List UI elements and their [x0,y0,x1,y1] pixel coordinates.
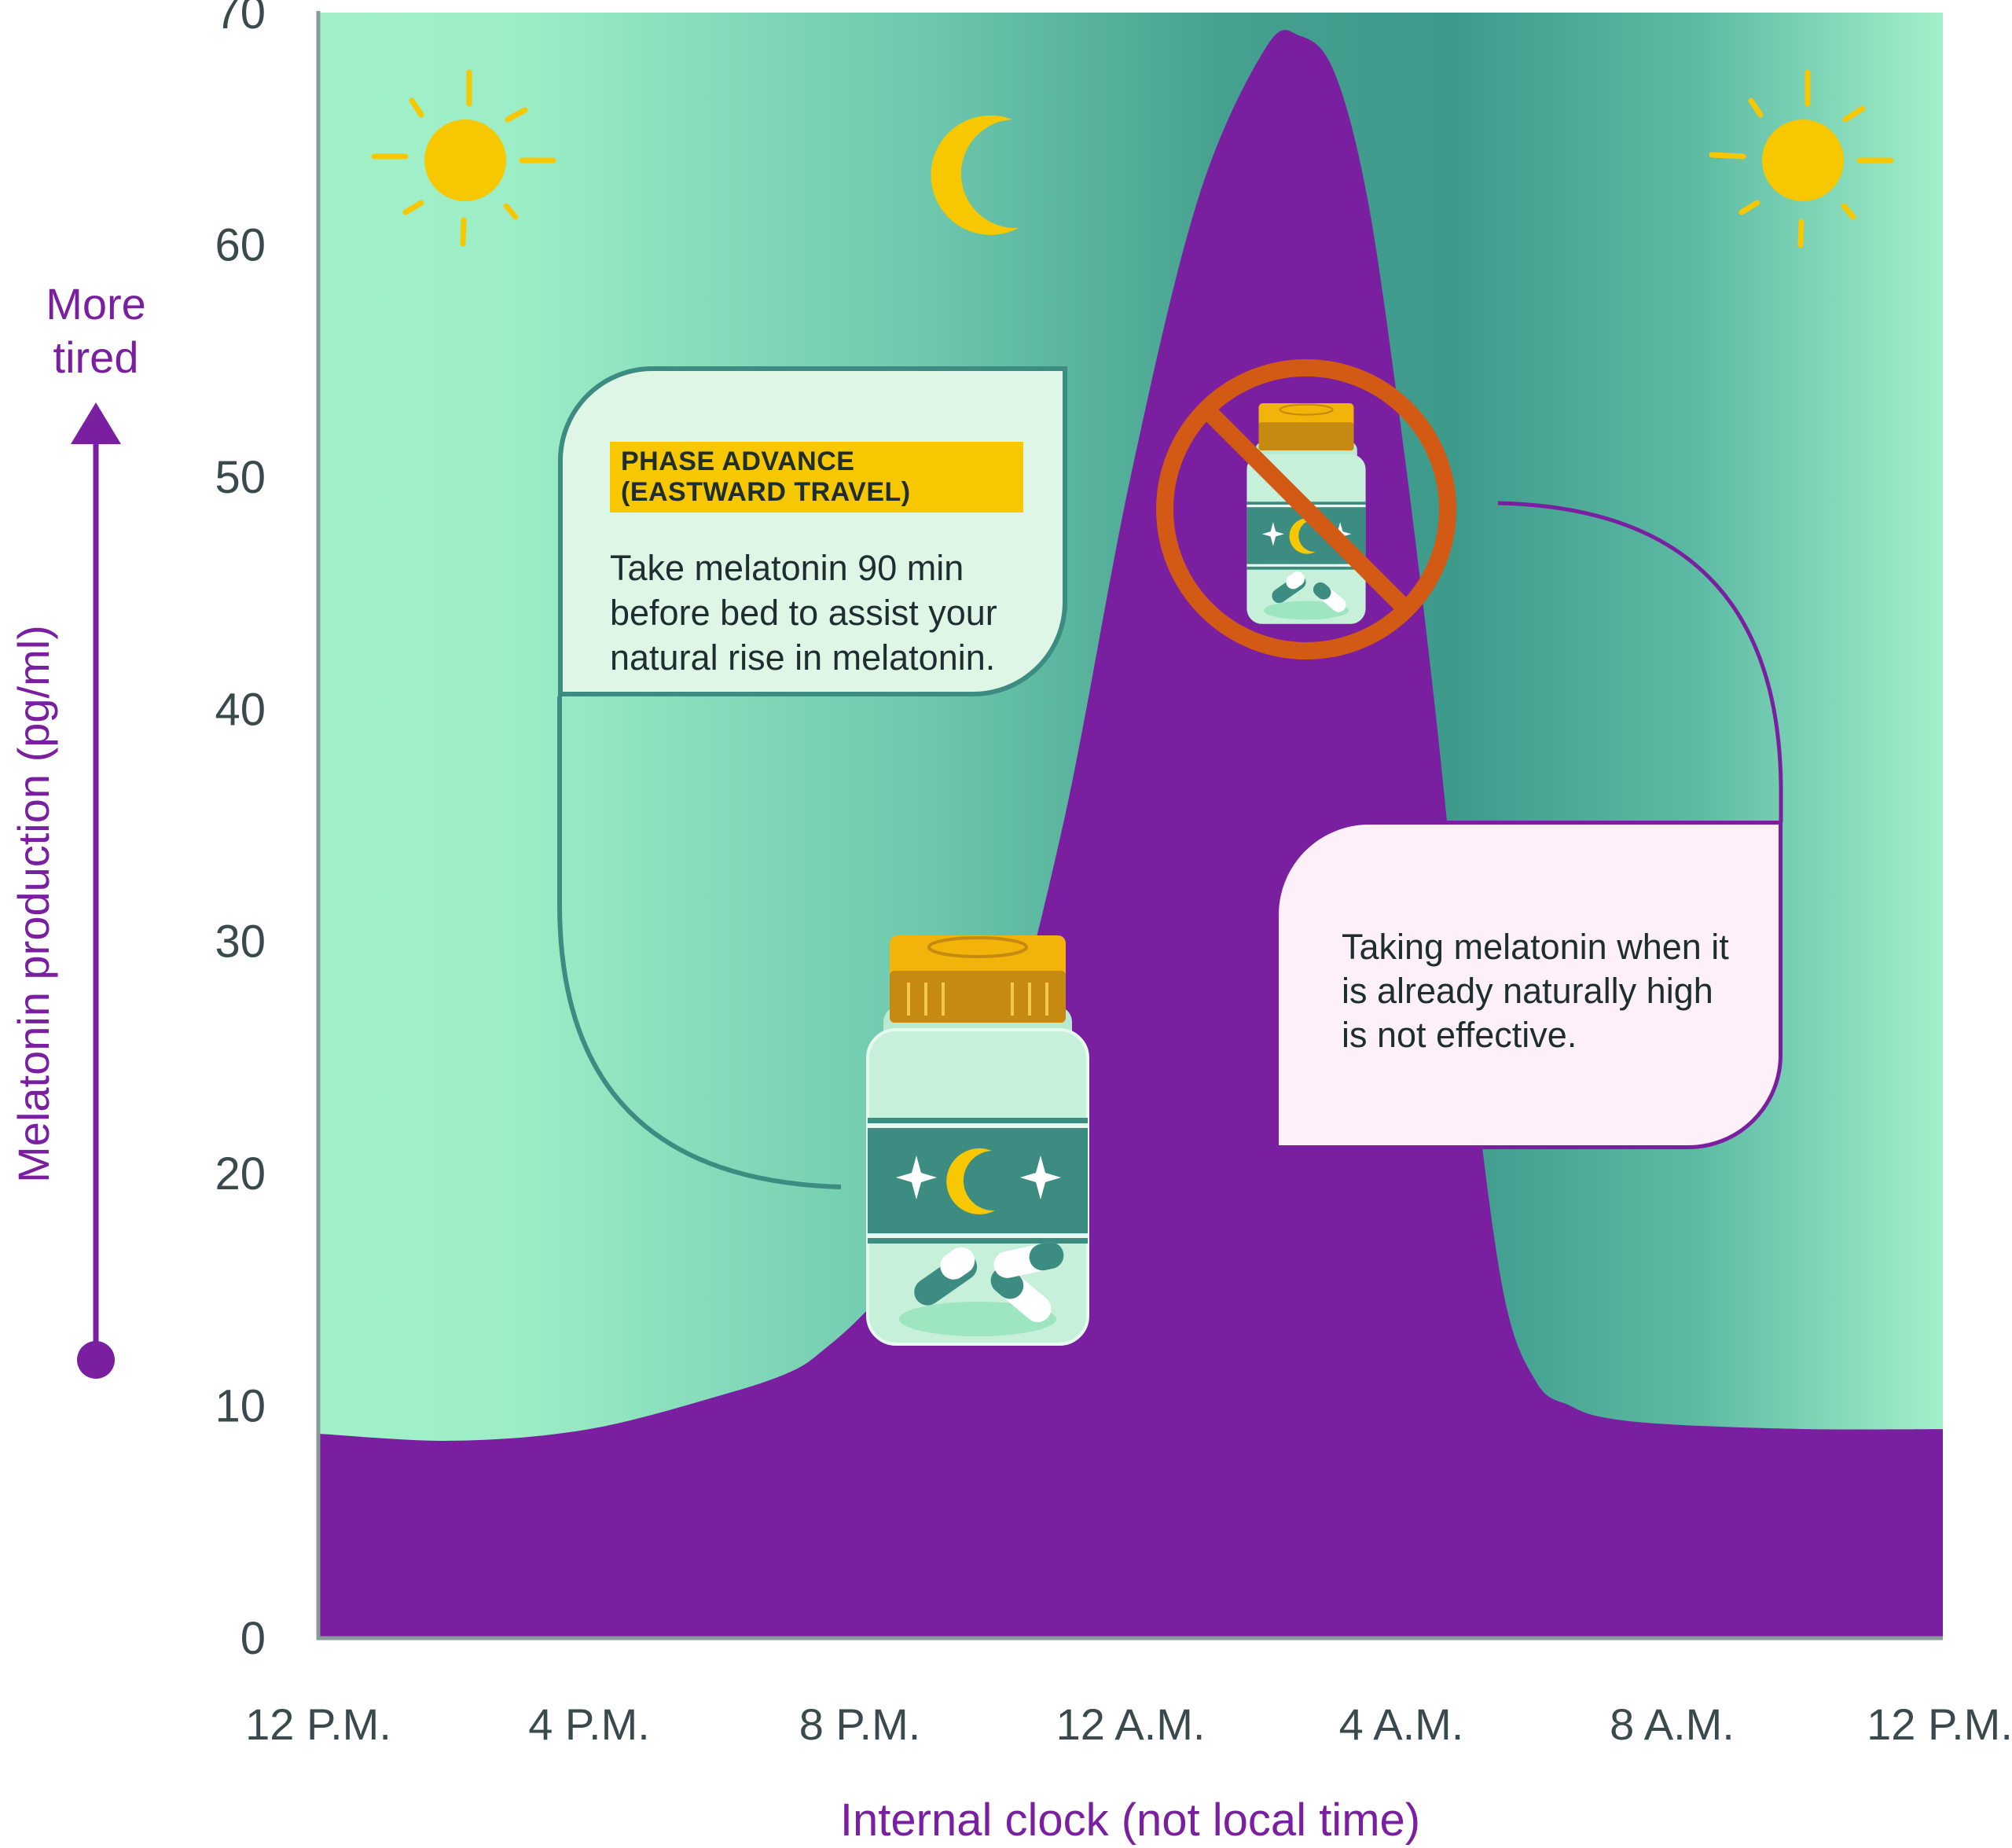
y-tick-label: 30 [215,917,266,968]
more-tired-indicator: More tired [46,279,146,1379]
x-tick-label: 12 P.M. [1867,1699,2012,1749]
x-tick-label: 8 P.M. [799,1699,921,1749]
x-tick-labels: 12 P.M. 4 P.M. 8 P.M. 12 A.M. 4 A.M. 8 A.M. 12… [245,1699,2012,1749]
x-tick-label: 8 A.M. [1610,1699,1735,1749]
phase-advance-connector [557,696,842,1189]
y-axis-label: Melatonin production (pg/ml) [9,625,58,1183]
y-tick-label: 50 [215,452,266,503]
y-tick-label: 60 [215,219,266,270]
phase-advance-text: Take melatonin 90 min before bed to assi… [610,548,997,678]
arrow-up-icon [71,402,121,444]
sun-icon [371,69,556,247]
phase-advance-badge: PHASE ADVANCE (EASTWARD TRAVEL) [610,442,1023,513]
melatonin-curve-area [318,30,1943,1639]
moon-icon [931,115,1019,235]
melatonin-bottle-icon [866,935,1089,1346]
more-tired-label: tired [53,332,139,382]
x-tick-label: 4 A.M. [1339,1699,1464,1749]
phase-advance-callout: PHASE ADVANCE (EASTWARD TRAVEL) Take mel… [558,366,1067,696]
x-axis-label: Internal clock (not local time) [840,1795,1420,1846]
x-tick-label: 12 A.M. [1056,1699,1206,1749]
y-tick-label: 0 [240,1613,266,1664]
y-tick-label: 20 [215,1148,266,1200]
y-tick-labels: 0 10 20 30 40 50 60 70 [215,0,266,1664]
arrow-origin-dot [77,1341,115,1379]
not-effective-text: Taking melatonin when it is already natu… [1342,927,1729,1055]
no-melatonin-icon [1156,359,1456,659]
x-tick-label: 12 P.M. [245,1699,391,1749]
not-effective-connector [1497,501,1783,822]
y-tick-label: 40 [215,684,266,735]
y-tick-label: 10 [215,1381,266,1432]
x-tick-label: 4 P.M. [528,1699,650,1749]
more-tired-label: More [46,279,146,329]
sun-icon [1709,69,1894,248]
not-effective-callout: Taking melatonin when it is already natu… [1275,821,1783,1149]
y-tick-label: 70 [215,0,266,39]
